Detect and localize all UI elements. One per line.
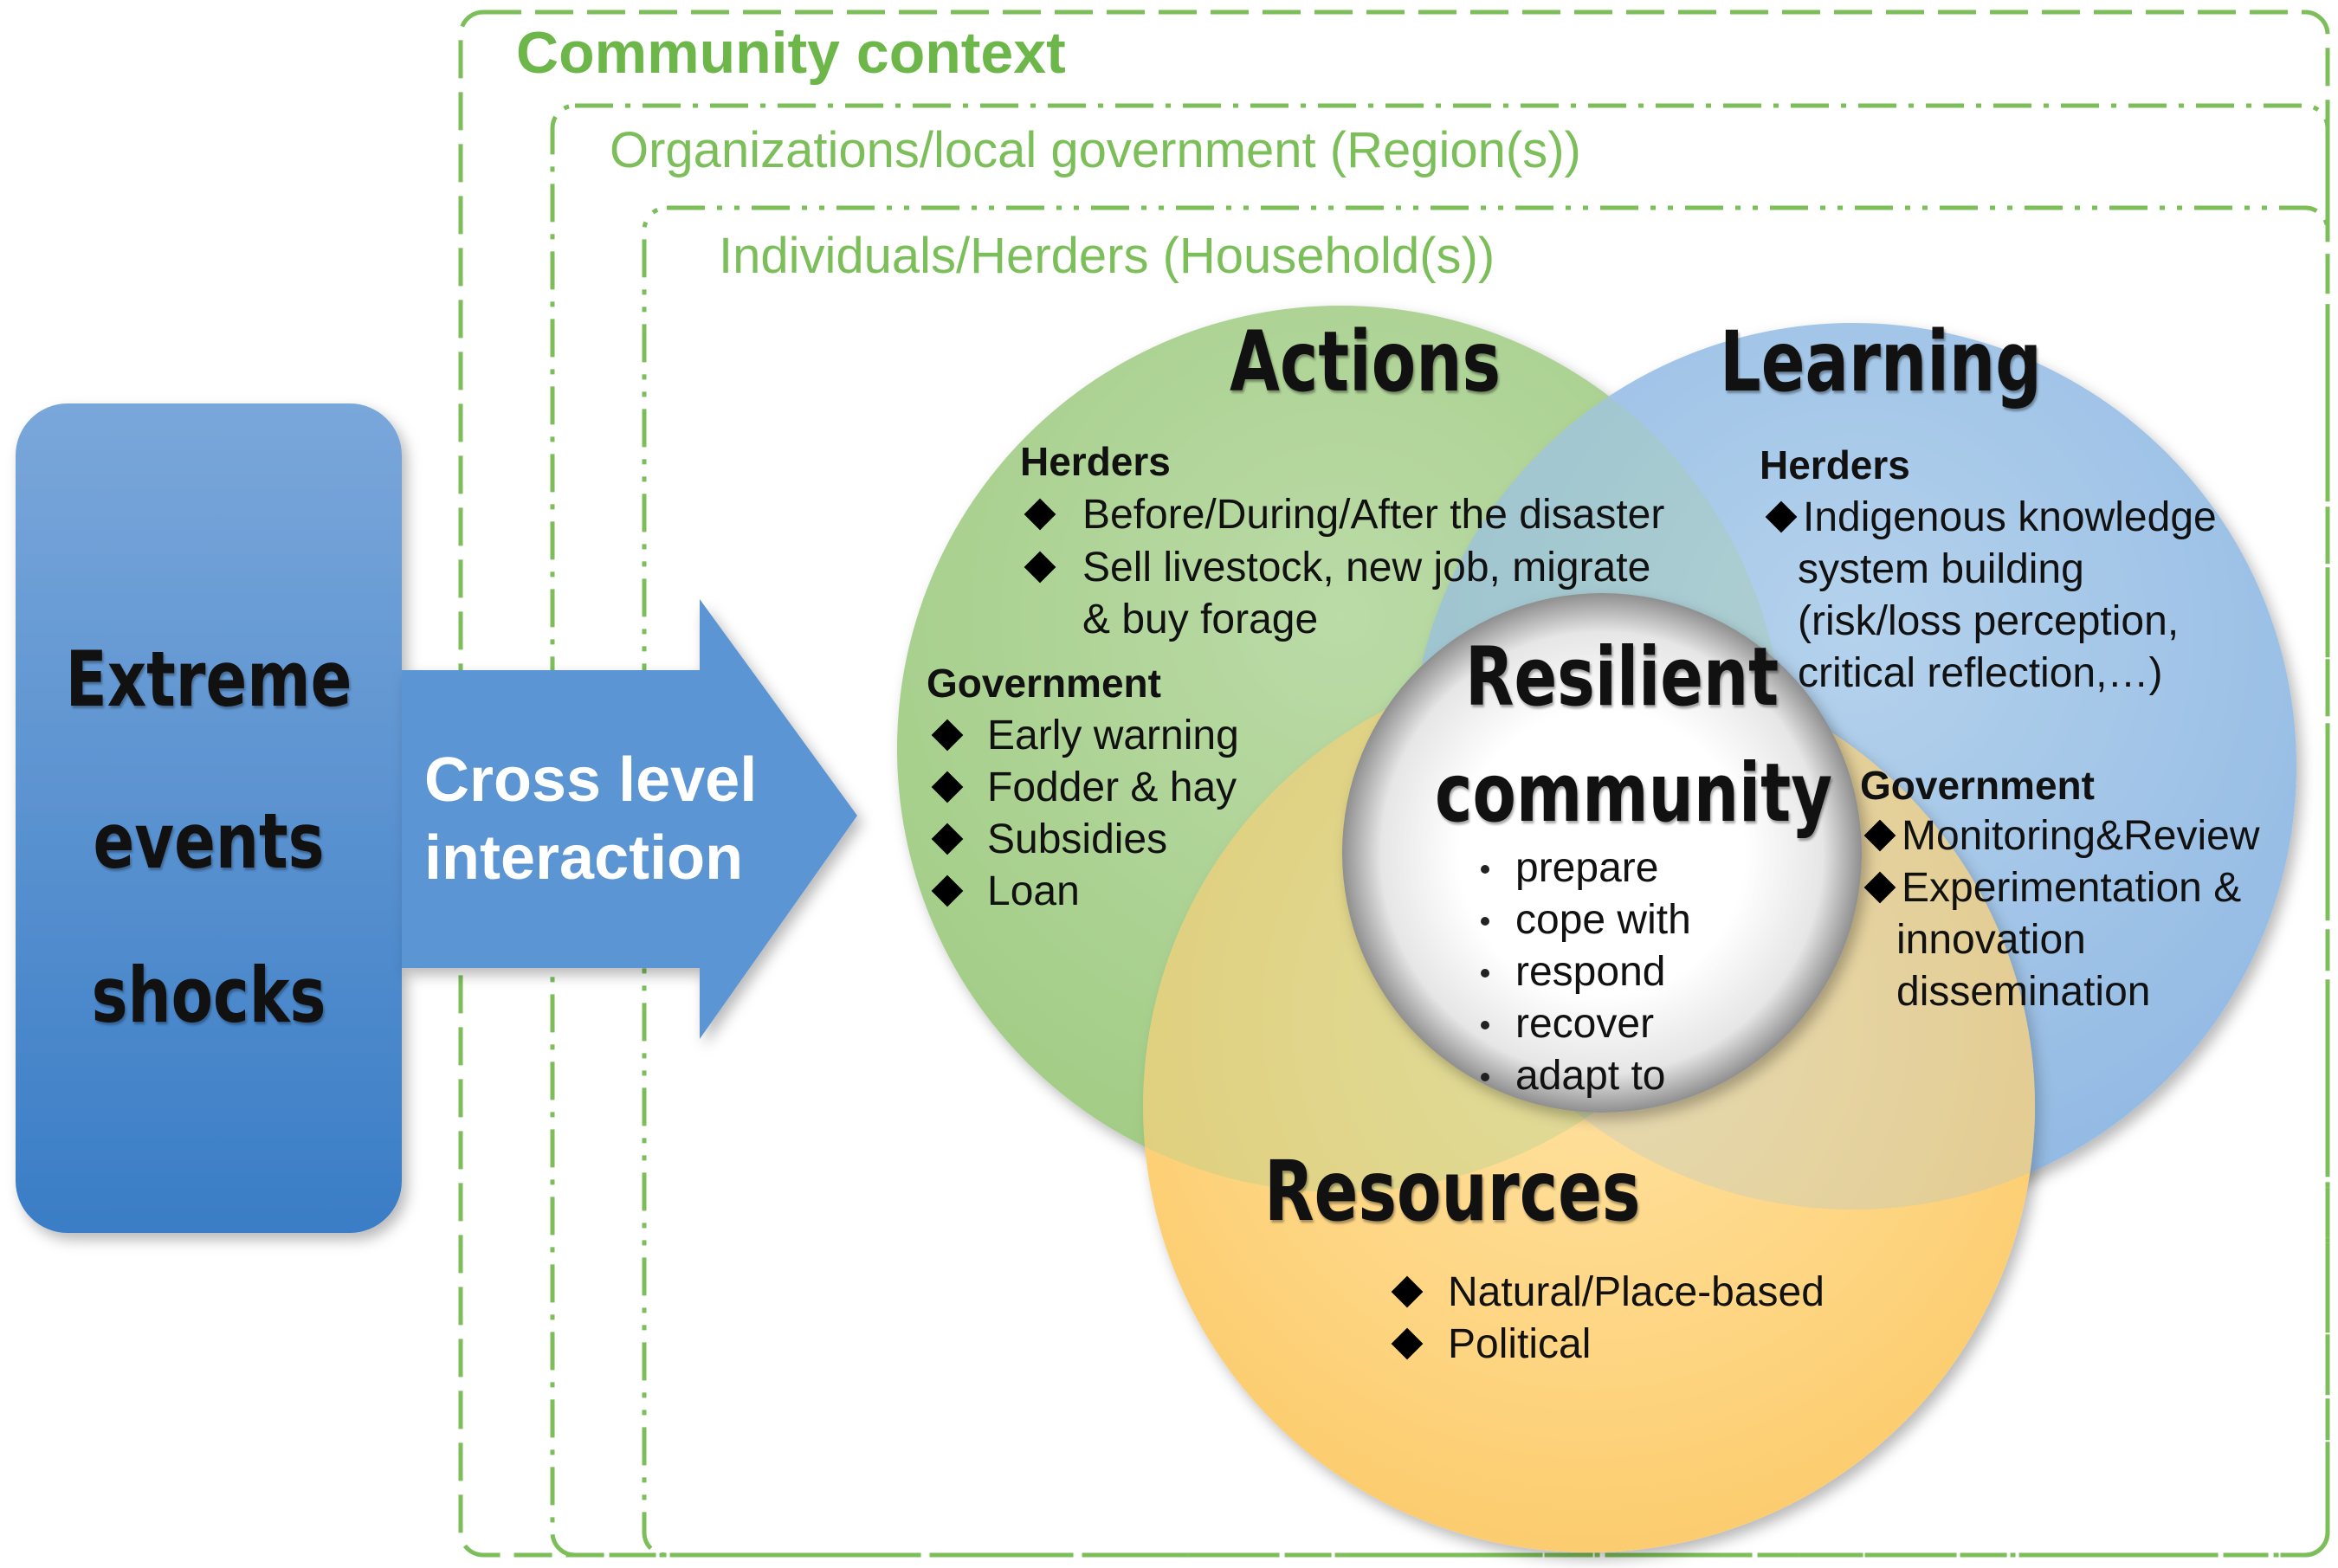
actions-title: Actions bbox=[1230, 313, 1502, 410]
learning-government-line: dissemination bbox=[1896, 969, 2151, 1015]
actions-government-heading: Government bbox=[927, 661, 1161, 706]
cross-level-arrow bbox=[402, 599, 857, 1039]
learning-herders-line: Indigenous knowledge bbox=[1803, 494, 2217, 540]
actions-herders-heading: Herders bbox=[1020, 439, 1171, 484]
community-title: community bbox=[1435, 746, 1833, 841]
learning-government-line: Experimentation & bbox=[1902, 865, 2242, 911]
organizations-level-label: Organizations/local government (Region(s… bbox=[610, 122, 1581, 178]
center-item: adapt to bbox=[1515, 1053, 1666, 1099]
learning-herders-line: (risk/loss perception, bbox=[1798, 598, 2180, 644]
shocks-label-line2: events bbox=[93, 797, 325, 886]
learning-herders-heading: Herders bbox=[1760, 442, 1910, 487]
actions-government-item: Loan bbox=[987, 868, 1080, 914]
individuals-frame bbox=[642, 205, 2330, 1558]
actions-herders-item: Before/During/After the disaster bbox=[1082, 492, 1665, 538]
community-context-label: Community context bbox=[516, 20, 1066, 86]
arrow-label-line1: Cross level bbox=[424, 745, 758, 815]
resources-item: Political bbox=[1448, 1321, 1592, 1367]
bullet-dot-icon bbox=[1481, 917, 1489, 926]
bullet-dot-icon bbox=[1481, 1073, 1489, 1081]
actions-herders-item: Sell livestock, new job, migrate bbox=[1082, 545, 1651, 590]
shocks-label-line1: Extreme bbox=[65, 635, 352, 724]
learning-title: Learning bbox=[1720, 313, 2042, 410]
actions-herders-item: & buy forage bbox=[1082, 597, 1319, 642]
extreme-events-box bbox=[16, 403, 402, 1233]
center-item: cope with bbox=[1515, 897, 1691, 943]
center-item: prepare bbox=[1515, 845, 1659, 891]
learning-herders-line: critical reflection,…) bbox=[1798, 650, 2163, 696]
learning-government-heading: Government bbox=[1860, 763, 2095, 808]
resilient-community-circle bbox=[1342, 593, 1862, 1113]
arrow-label-line2: interaction bbox=[424, 823, 744, 893]
shocks-label-line3: shocks bbox=[91, 951, 326, 1040]
bullet-dot-icon bbox=[1481, 969, 1489, 978]
bullet-dot-icon bbox=[1481, 1021, 1489, 1029]
center-item: respond bbox=[1515, 949, 1666, 995]
learning-government-line: Monitoring&Review bbox=[1902, 813, 2260, 859]
learning-government-line: innovation bbox=[1896, 917, 2086, 963]
actions-government-item: Fodder & hay bbox=[987, 765, 1237, 810]
resources-item: Natural/Place-based bbox=[1448, 1269, 1825, 1315]
learning-herders-line: system building bbox=[1798, 546, 2084, 592]
actions-government-item: Subsidies bbox=[987, 816, 1168, 862]
bullet-dot-icon bbox=[1481, 865, 1489, 874]
actions-government-item: Early warning bbox=[987, 713, 1239, 758]
resources-title: Resources bbox=[1264, 1143, 1641, 1240]
individuals-level-label: Individuals/Herders (Household(s)) bbox=[719, 228, 1495, 284]
organizations-frame bbox=[550, 103, 2330, 1558]
resilient-title: Resilient bbox=[1465, 630, 1779, 725]
center-item: recover bbox=[1515, 1001, 1655, 1047]
